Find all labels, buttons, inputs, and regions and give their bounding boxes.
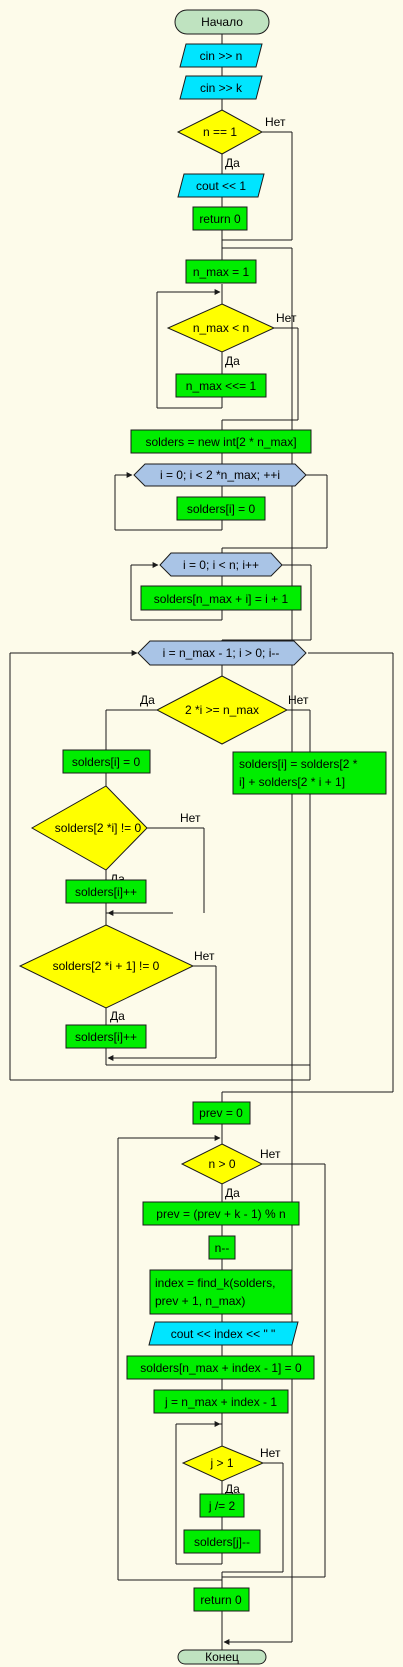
- solders-sum-line1: solders[i] = solders[2 *: [239, 757, 358, 771]
- loop-build-tree: i = n_max - 1; i > 0; i--: [137, 640, 307, 666]
- condition-n-gt-0-label: n > 0: [208, 1157, 235, 1171]
- no-label: Нет: [260, 1446, 281, 1460]
- loop-fill-index: i = 0; i < n; i++: [159, 552, 283, 577]
- output-1-label: cout << 1: [196, 179, 246, 193]
- end-terminal: Конец: [177, 1649, 267, 1665]
- output-1: cout << 1: [177, 173, 265, 198]
- loop-fill-zero-label: i = 0; i < 2 *n_max; ++i: [160, 468, 280, 482]
- no-label: Нет: [194, 949, 215, 963]
- start-label: Начало: [201, 15, 243, 29]
- return-0-last-label: return 0: [200, 1593, 242, 1607]
- solders-clear: solders[n_max + index - 1] = 0: [126, 1355, 315, 1380]
- solders-sum: solders[i] = solders[2 * i] + solders[2 …: [232, 751, 387, 795]
- yes-label: Да: [225, 156, 240, 170]
- condition-2i-ge-nmax-label: 2 *i >= n_max: [185, 703, 259, 717]
- end-label: Конец: [205, 1650, 239, 1664]
- condition-solders-2i1-label: solders[2 *i + 1] != 0: [53, 959, 160, 973]
- solders-nmax-i: solders[n_max + i] = i + 1: [140, 585, 302, 611]
- start-terminal: Начало: [174, 9, 270, 35]
- input-k: cin >> k: [179, 75, 263, 100]
- condition-solders-2i-label: solders[2 *i] != 0: [55, 821, 142, 835]
- n-dec: n--: [208, 1235, 236, 1260]
- input-n: cin >> n: [179, 43, 263, 68]
- condition-solders-2i: solders[2 *i] != 0 Нет Да: [30, 785, 201, 886]
- nmax-shift: n_max <<= 1: [175, 373, 267, 398]
- nmax-init-label: n_max = 1: [193, 265, 250, 279]
- condition-2i-ge-nmax: 2 *i >= n_max Да Нет: [140, 675, 309, 745]
- index-find-line1: index = find_k(solders,: [155, 1276, 275, 1290]
- return-0-first-label: return 0: [199, 212, 241, 226]
- prev-init-label: prev = 0: [199, 1106, 243, 1120]
- solders-inc-1: solders[i]++: [65, 879, 147, 904]
- index-find-line2: prev + 1, n_max): [155, 1294, 245, 1308]
- prev-init: prev = 0: [192, 1101, 251, 1125]
- solders-new-label: solders = new int[2 * n_max]: [145, 435, 296, 449]
- no-label: Нет: [276, 311, 297, 325]
- solders-sum-line2: i] + solders[2 * i + 1]: [239, 775, 345, 789]
- j-init-label: j = n_max + index - 1: [164, 1395, 277, 1409]
- condition-n-gt-0: n > 0 Нет Да: [180, 1143, 281, 1200]
- solders-i-zero-label: solders[i] = 0: [187, 502, 256, 516]
- condition-nmax-lt-n: n_max < n Нет Да: [166, 303, 297, 368]
- solders-i-zero2-label: solders[i] = 0: [72, 755, 141, 769]
- yes-label: Да: [110, 1009, 125, 1023]
- n-dec-label: n--: [215, 1241, 230, 1255]
- input-k-label: cin >> k: [200, 81, 243, 95]
- prev-update-label: prev = (prev + k - 1) % n: [156, 1207, 285, 1221]
- output-index-label: cout << index << " ": [171, 1327, 276, 1341]
- j-div-label: j /= 2: [208, 1499, 236, 1513]
- loop-build-tree-label: i = n_max - 1; i > 0; i--: [163, 646, 280, 660]
- prev-update: prev = (prev + k - 1) % n: [142, 1201, 300, 1226]
- solders-new: solders = new int[2 * n_max]: [130, 429, 312, 454]
- yes-label: Да: [140, 693, 155, 707]
- yes-label: Да: [225, 1482, 240, 1496]
- solders-inc-2-label: solders[i]++: [75, 1030, 137, 1044]
- nmax-init: n_max = 1: [185, 259, 257, 284]
- solders-clear-label: solders[n_max + index - 1] = 0: [140, 1361, 302, 1375]
- input-n-label: cin >> n: [200, 49, 243, 63]
- loop-fill-zero: i = 0; i < 2 *n_max; ++i: [133, 463, 307, 487]
- condition-j-gt-1-label: j > 1: [209, 1456, 233, 1470]
- solders-i-zero: solders[i] = 0: [176, 496, 266, 521]
- condition-solders-2i1: solders[2 *i + 1] != 0 Нет Да: [18, 924, 215, 1023]
- j-init: j = n_max + index - 1: [153, 1389, 289, 1414]
- no-label: Нет: [180, 811, 201, 825]
- return-0-first: return 0: [192, 206, 248, 231]
- condition-j-gt-1: j > 1 Нет Да: [181, 1445, 281, 1496]
- solders-nmax-i-label: solders[n_max + i] = i + 1: [154, 592, 289, 606]
- yes-label: Да: [225, 1186, 240, 1200]
- no-label: Нет: [265, 115, 286, 129]
- loop-fill-index-label: i = 0; i < n; i++: [183, 558, 259, 572]
- no-label: Нет: [288, 693, 309, 707]
- condition-nmax-lt-n-label: n_max < n: [193, 321, 249, 335]
- nmax-shift-label: n_max <<= 1: [186, 379, 257, 393]
- j-div: j /= 2: [199, 1493, 245, 1518]
- yes-label: Да: [225, 354, 240, 368]
- solders-j-dec-label: solders[j]--: [194, 1535, 250, 1549]
- no-label: Нет: [260, 1147, 281, 1161]
- solders-inc-1-label: solders[i]++: [75, 885, 137, 899]
- condition-n-eq-1: n == 1 Нет Да: [176, 109, 286, 170]
- solders-inc-2: solders[i]++: [65, 1024, 147, 1049]
- index-find: index = find_k(solders, prev + 1, n_max): [149, 1269, 293, 1315]
- solders-j-dec: solders[j]--: [183, 1529, 261, 1554]
- solders-i-zero2: solders[i] = 0: [62, 749, 151, 774]
- condition-n-eq-1-label: n == 1: [203, 125, 237, 139]
- return-0-last: return 0: [193, 1587, 250, 1612]
- output-index: cout << index << " ": [148, 1321, 299, 1346]
